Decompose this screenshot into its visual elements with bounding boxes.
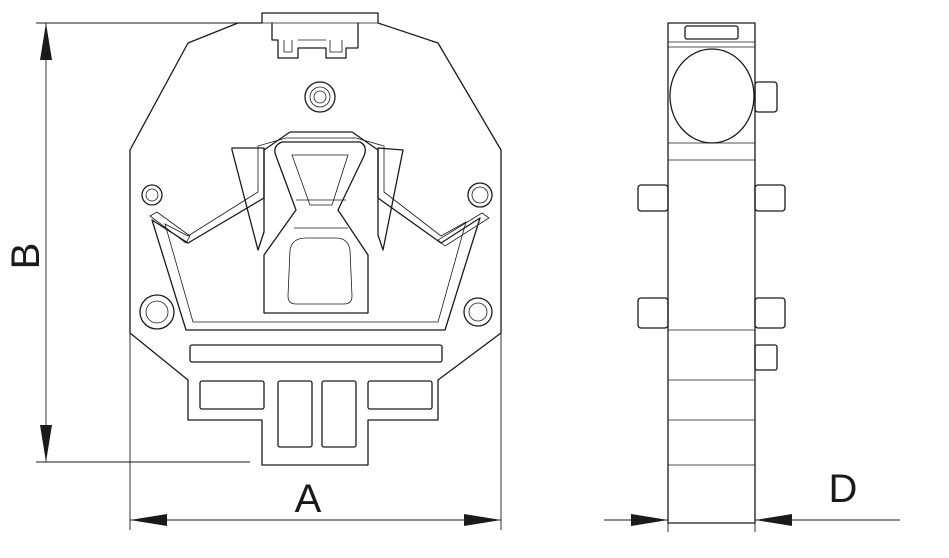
left-clamp-wing bbox=[231, 147, 265, 251]
right-clamp-wing bbox=[377, 147, 404, 251]
right-upper-screw bbox=[467, 182, 493, 208]
slot-center-right bbox=[321, 380, 357, 448]
right-lower-screw bbox=[463, 297, 493, 327]
dimension-d bbox=[604, 465, 900, 532]
dimension-a bbox=[129, 333, 502, 530]
side-small-tab bbox=[754, 344, 778, 371]
side-knob-button bbox=[754, 81, 778, 113]
side-view-body bbox=[667, 22, 756, 524]
side-pin-upper-right bbox=[754, 184, 786, 212]
side-top-cap bbox=[684, 25, 739, 40]
side-knob bbox=[669, 48, 755, 144]
clamp-frame-outer bbox=[151, 131, 481, 331]
dimension-b bbox=[36, 22, 250, 463]
label-bar bbox=[189, 344, 443, 363]
dimension-a-label: A bbox=[295, 477, 322, 521]
slot-left bbox=[199, 380, 265, 410]
front-view bbox=[129, 12, 502, 466]
side-pin-upper-left bbox=[637, 184, 669, 212]
top-screw bbox=[304, 81, 336, 113]
left-lower-screw bbox=[139, 294, 175, 330]
slot-center-left bbox=[277, 380, 313, 448]
front-view-outline bbox=[129, 12, 502, 466]
slot-right bbox=[367, 380, 433, 410]
clamp-frame-inner bbox=[164, 137, 467, 323]
hourglass-window-inner bbox=[291, 154, 349, 206]
dimension-d-label: D bbox=[829, 467, 858, 511]
top-latch-notches bbox=[271, 22, 359, 59]
dimension-b-label: B bbox=[4, 243, 48, 270]
left-upper-screw bbox=[141, 184, 163, 206]
hourglass-window-outer bbox=[263, 141, 369, 314]
side-view bbox=[637, 22, 786, 524]
side-pin-lower-left bbox=[637, 297, 669, 329]
side-pin-lower-right bbox=[754, 297, 786, 329]
